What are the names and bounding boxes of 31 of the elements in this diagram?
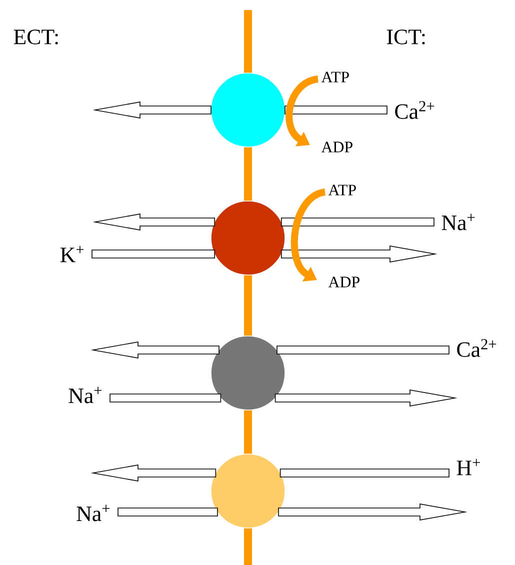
hollow-arrow — [284, 106, 388, 114]
molecule-label: ATP — [321, 72, 349, 82]
hollow-arrow — [92, 250, 215, 258]
hollow-arrow — [281, 246, 438, 262]
hollow-arrow — [90, 342, 220, 358]
ion-label: Ca$^{2+}$ — [457, 339, 496, 357]
molecule-label: ADP — [328, 276, 360, 288]
ion-label: H$^{+}$ — [456, 458, 480, 476]
ion-label: Na$^{+}$ — [68, 386, 102, 404]
hollow-arrow — [92, 102, 212, 118]
transporter-circle — [210, 72, 286, 148]
molecule-label: ATP — [328, 184, 356, 196]
transporter-circle — [210, 454, 286, 528]
hollow-arrow — [276, 346, 450, 354]
hollow-arrow — [278, 504, 468, 520]
hollow-arrow — [110, 394, 222, 402]
hollow-arrow — [274, 390, 458, 406]
ion-label: Ca$^{2+}$ — [395, 101, 434, 119]
hollow-arrow — [90, 464, 216, 482]
hollow-arrow — [118, 508, 218, 516]
transporter-circle — [210, 200, 286, 276]
hollow-arrow — [281, 218, 434, 226]
ion-label: K$^{+}$ — [60, 246, 84, 262]
region-label: ECT: — [14, 30, 58, 44]
hollow-arrow — [92, 214, 215, 230]
region-label: ICT: — [387, 30, 425, 44]
transporter-circle — [210, 336, 286, 410]
hollow-arrow — [280, 468, 450, 478]
ion-label: Na$^{+}$ — [76, 504, 110, 522]
ion-label: Na$^{+}$ — [442, 214, 475, 230]
molecule-label: ADP — [321, 142, 352, 152]
